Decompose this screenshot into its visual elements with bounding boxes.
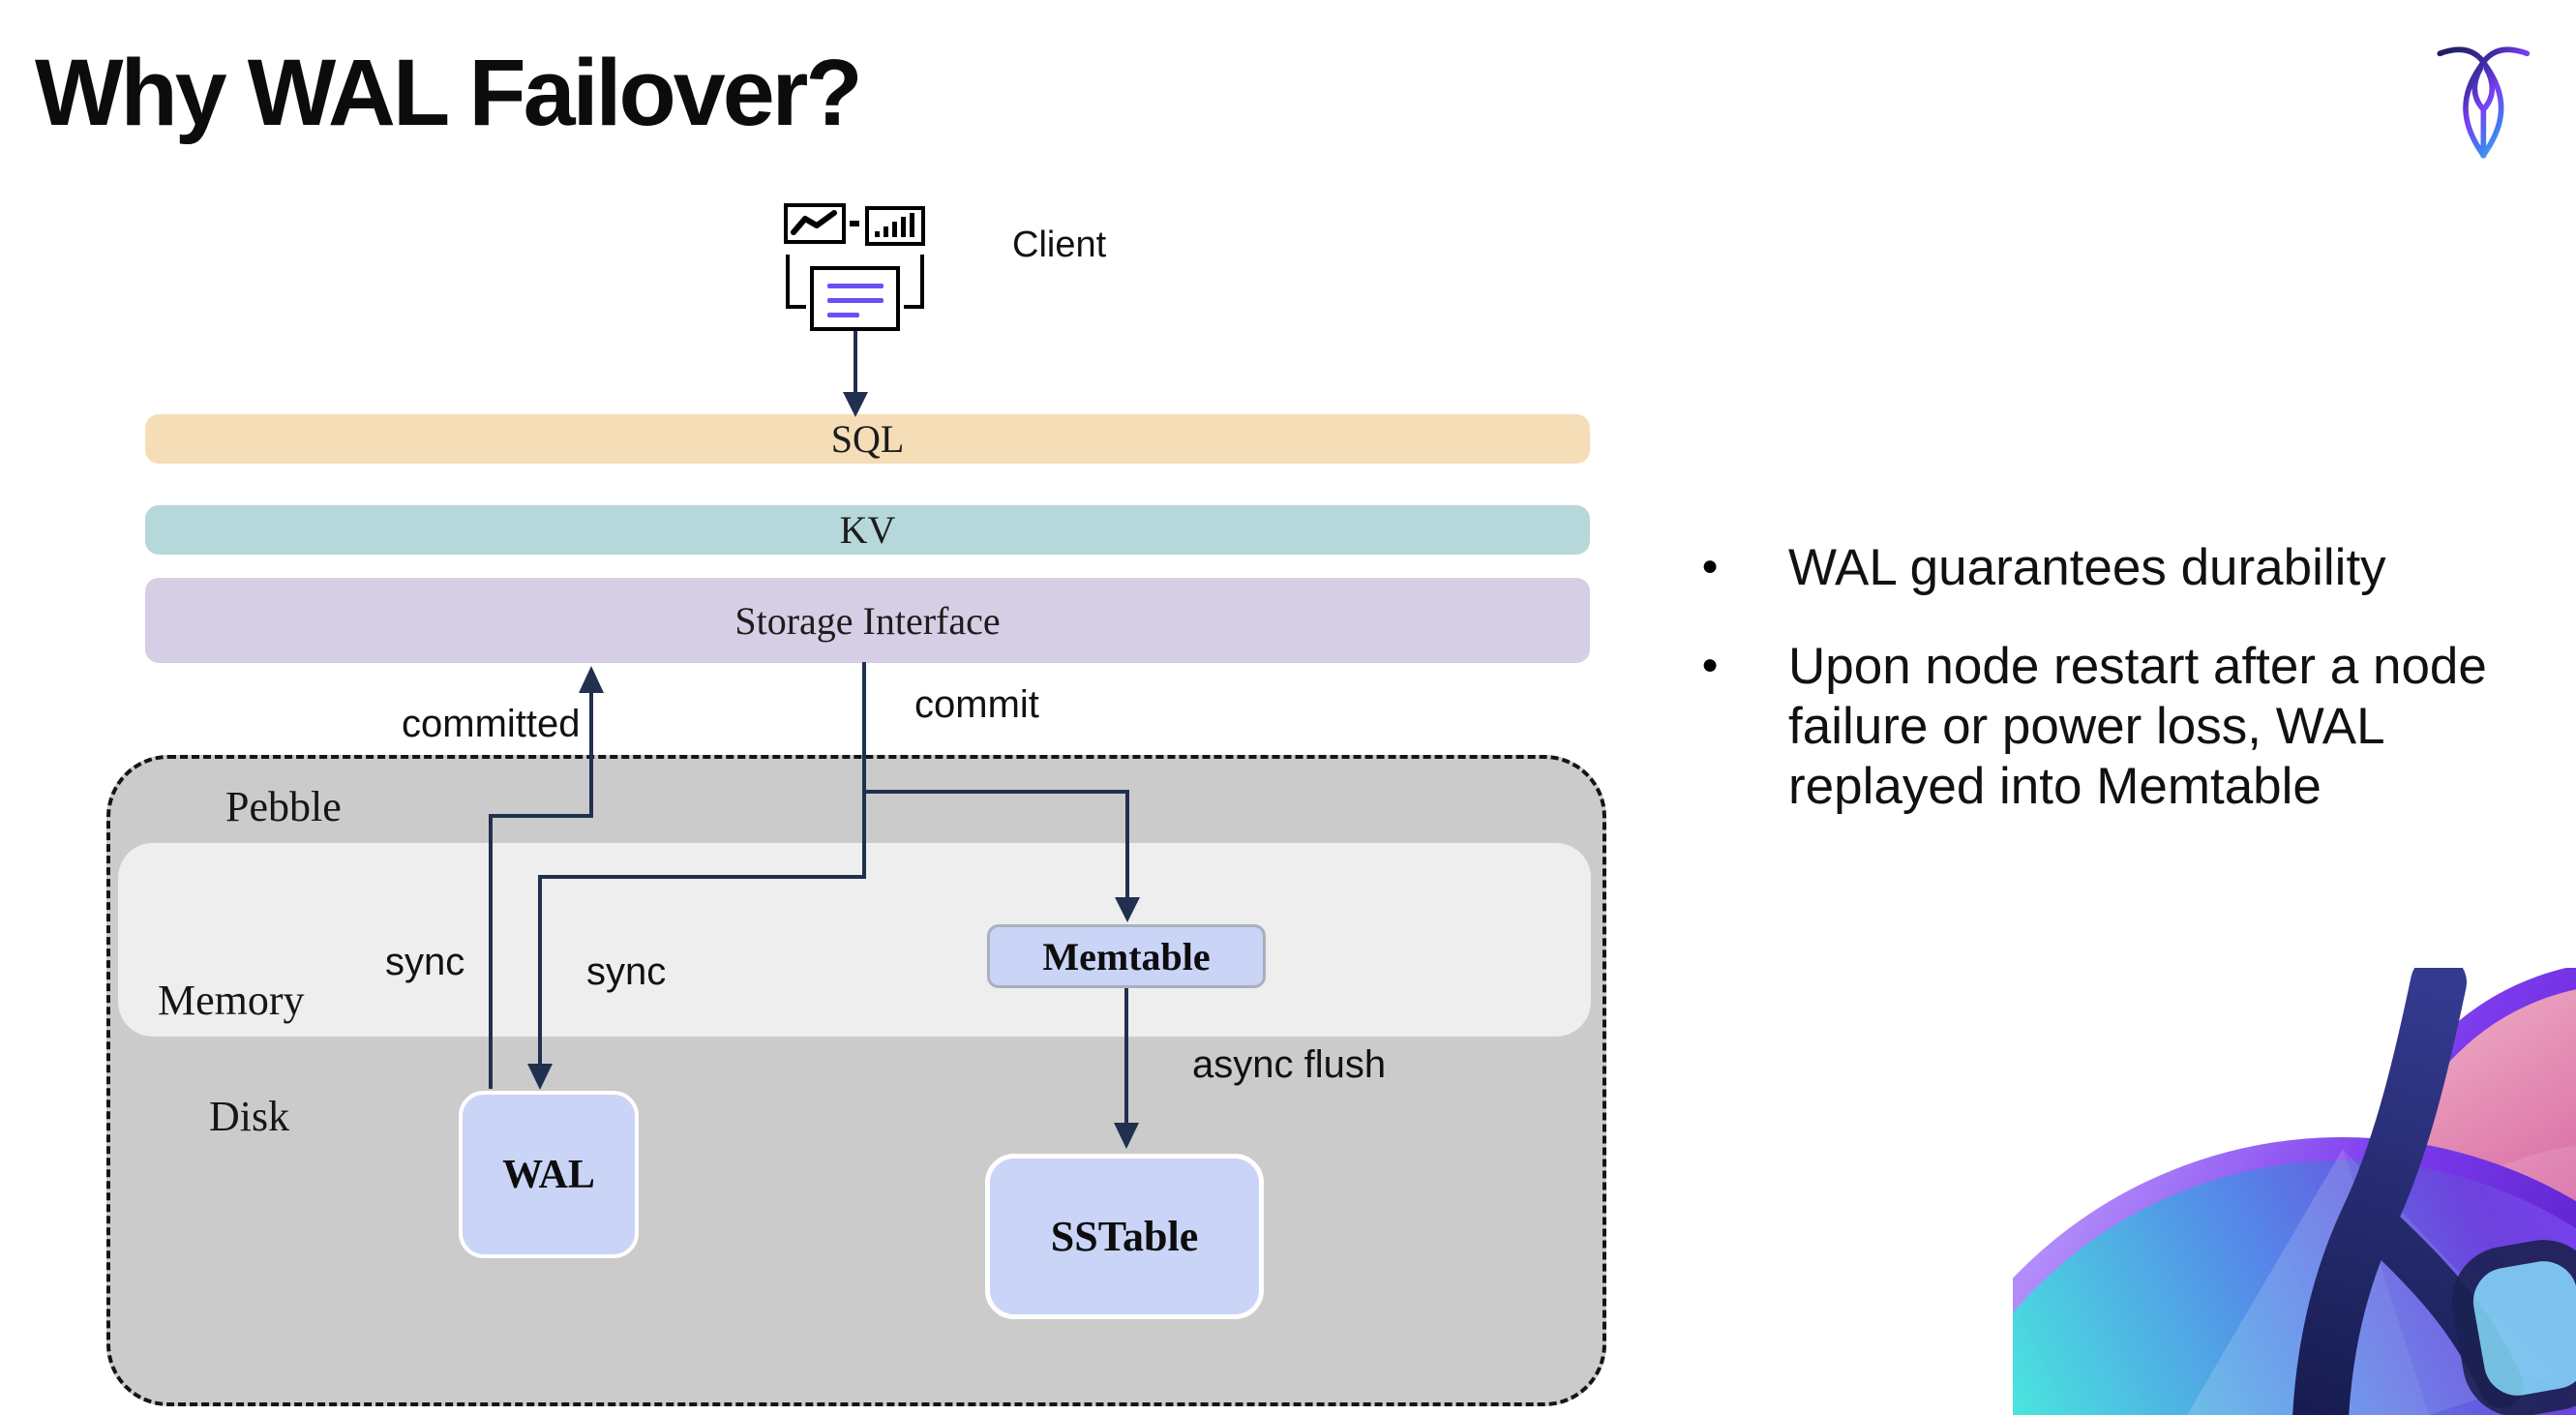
right-bracket-icon: [904, 255, 924, 309]
line-chart-icon: [784, 203, 846, 244]
brand-gradient-artwork: [2013, 968, 2576, 1415]
wal-node-label: WAL: [502, 1152, 595, 1197]
bullet-list: ● WAL guarantees durability ● Upon node …: [1701, 538, 2533, 856]
client-icon: [782, 198, 927, 334]
bullet-text: WAL guarantees durability: [1788, 539, 2386, 596]
storage-interface-label: Storage Interface: [734, 598, 1001, 643]
page-title: Why WAL Failover?: [35, 40, 863, 145]
storage-interface-bar: Storage Interface: [145, 578, 1590, 663]
bullet-text: Upon node restart after a node failure o…: [1788, 638, 2487, 815]
kv-layer-label: KV: [839, 508, 896, 552]
disk-label: Disk: [209, 1093, 290, 1140]
client-label: Client: [1012, 225, 1107, 265]
committed-arrow-label: committed: [402, 703, 581, 745]
dash-icon: [850, 221, 859, 226]
memory-region: [118, 843, 1591, 1037]
list-item: ● Upon node restart after a node failure…: [1701, 637, 2533, 817]
memtable-node: Memtable: [987, 924, 1266, 988]
sql-layer-bar: SQL: [145, 414, 1590, 464]
memory-label: Memory: [158, 977, 305, 1024]
sstable-node: SSTable: [985, 1154, 1264, 1319]
bullet-dot-icon: ●: [1701, 550, 1720, 582]
cockroachdb-logo-icon: [2437, 46, 2531, 159]
sync-right-arrow-label: sync: [586, 950, 667, 993]
async-flush-arrow-label: async flush: [1192, 1043, 1387, 1086]
kv-layer-bar: KV: [145, 505, 1590, 555]
bullet-dot-icon: ●: [1701, 648, 1720, 680]
bar-chart-icon: [865, 206, 925, 246]
sync-left-arrow-label: sync: [385, 941, 465, 983]
memtable-node-label: Memtable: [1042, 934, 1211, 978]
left-bracket-icon: [786, 255, 806, 309]
list-item: ● WAL guarantees durability: [1701, 538, 2533, 598]
document-icon: [810, 266, 900, 331]
commit-arrow-label: commit: [914, 683, 1039, 726]
sql-layer-label: SQL: [830, 417, 905, 461]
wal-node: WAL: [459, 1091, 639, 1258]
sstable-node-label: SSTable: [1050, 1213, 1199, 1260]
pebble-label: Pebble: [225, 783, 342, 830]
